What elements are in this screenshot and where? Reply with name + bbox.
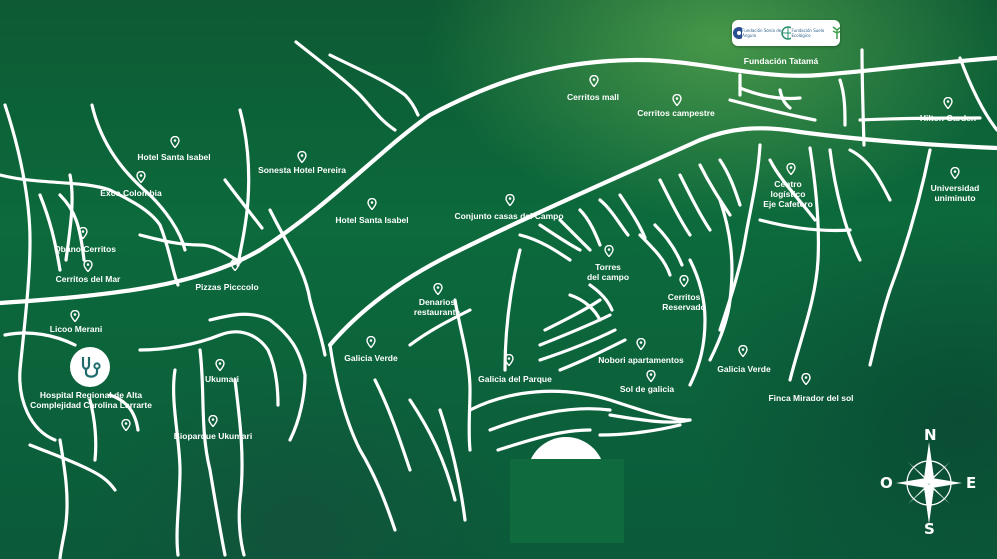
lower-highway (327, 126, 997, 348)
map-pin-icon[interactable] (367, 197, 377, 211)
hospital-stethoscope-icon (70, 347, 110, 387)
place-label-finca: Finca Mirador del sol (768, 393, 854, 403)
place-label-licoo: Licoo Merani (49, 324, 103, 334)
place-label-hotel-santa-isabel-1: Hotel Santa Isabel (137, 152, 211, 162)
map-pin-icon[interactable] (786, 162, 796, 176)
leaf-logo-icon (832, 26, 841, 39)
compass-star-icon (896, 442, 962, 524)
road-network (0, 40, 997, 559)
place-label-centro-logistico: Centro logístico Eje Cafetero (763, 179, 813, 209)
place-label-sol-galicia: Sol de galicia (619, 384, 675, 394)
map-pin-icon[interactable] (672, 93, 682, 107)
map-pin-icon[interactable] (589, 74, 599, 88)
map-pin-icon[interactable] (505, 193, 515, 207)
overlay-box (510, 459, 624, 543)
map-pin-icon[interactable] (215, 358, 225, 372)
map-pin-icon[interactable] (208, 414, 218, 428)
map-pin-icon[interactable] (83, 259, 93, 273)
map-pin-icon[interactable] (366, 335, 376, 349)
place-label-conjunto: Conjunto casas del Campo (454, 211, 564, 221)
map-pin-icon[interactable] (230, 258, 240, 272)
map-pin-icon[interactable] (78, 226, 88, 240)
map-pin-icon[interactable] (801, 372, 811, 386)
map-pin-icon[interactable] (121, 418, 131, 432)
place-label-ukumari: Ukumari (204, 374, 240, 384)
map-pin-icon[interactable] (679, 274, 689, 288)
flower-logo-icon (733, 27, 743, 39)
globe-logo-icon (781, 26, 792, 40)
place-label-pizzas: Pizzas Picccolo (195, 282, 259, 292)
place-label-hotel-santa-isabel-2: Hotel Santa Isabel (335, 215, 409, 225)
place-label-fundacion-tatama: Fundación Tatamá (743, 56, 819, 66)
map-pin-icon[interactable] (433, 282, 443, 296)
map-pin-icon[interactable] (604, 244, 614, 258)
place-label-galicia-verde-2: Galicia Verde (717, 364, 771, 374)
place-label-cerritos-campestre: Cerritos campestre (637, 108, 715, 118)
place-label-bioparque: Bioparque Ukumari (173, 431, 253, 441)
map-pin-icon[interactable] (943, 96, 953, 110)
map-pin-icon[interactable] (504, 353, 514, 367)
place-label-cerritos-reservado: Cerritos Reservado (662, 292, 706, 312)
place-label-hospital: Hospital Regional de Alta Complejidad Ca… (30, 390, 152, 410)
logo-text-c: Fundación Suelo Ecológico (791, 28, 825, 38)
compass-south: S (924, 520, 935, 538)
place-label-sonesta: Sonesta Hotel Pereira (258, 165, 346, 175)
place-label-torres: Torres del campo (586, 262, 630, 282)
compass-west: O (880, 474, 893, 492)
map-pin-icon[interactable] (950, 166, 960, 180)
map-pin-icon[interactable] (136, 170, 146, 184)
place-label-qbano: Qbano Cerritos (54, 244, 116, 254)
sponsor-logos: Fundación Sonia de Angulo Fundación Suel… (732, 20, 841, 46)
map-pin-icon[interactable] (297, 150, 307, 164)
place-label-hilton: Hilton Garden (919, 113, 977, 123)
place-label-galicia-verde-1: Galicia Verde (344, 353, 398, 363)
compass-rose: N S O E (878, 426, 980, 538)
compass-east: E (966, 474, 977, 492)
logo-text-a: Fundación Sonia de Angulo (742, 28, 782, 38)
map-pin-icon[interactable] (646, 369, 656, 383)
place-label-cerritos-del-mar: Cerritos del Mar (55, 274, 121, 284)
map-pin-icon[interactable] (738, 344, 748, 358)
map-pin-icon[interactable] (636, 337, 646, 351)
map-pin-icon[interactable] (70, 309, 80, 323)
compass-north: N (924, 426, 937, 444)
map-pin-icon[interactable] (170, 135, 180, 149)
place-label-exco: Exco Colombia (100, 188, 162, 198)
place-label-denarios: Denarios restaurante (413, 297, 461, 317)
place-label-universidad: Universidad uniminuto (930, 183, 980, 203)
main-highway (0, 55, 997, 306)
place-label-cerritos-mall: Cerritos mall (567, 92, 619, 102)
place-label-nobori: Nobori apartamentos (598, 355, 684, 365)
place-label-galicia-parque: Galicia del Parque (478, 374, 552, 384)
